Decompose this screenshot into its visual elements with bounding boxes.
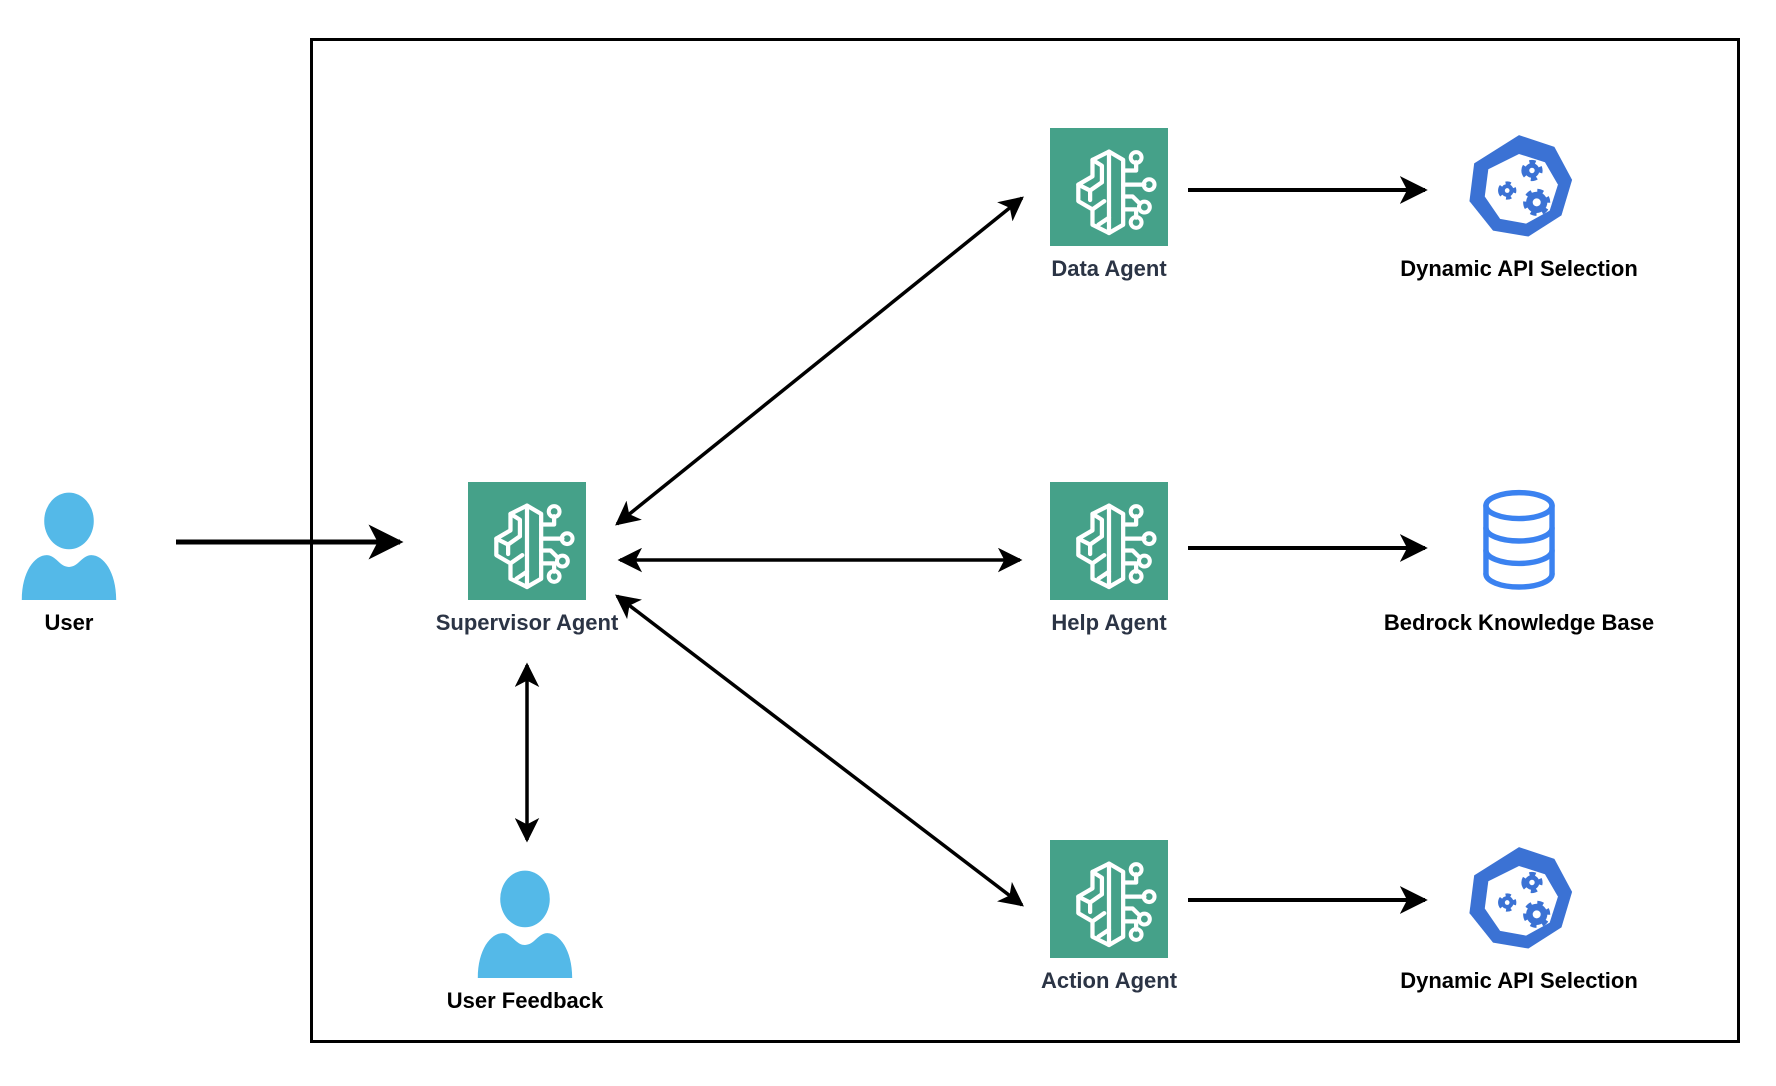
node-api-selection-bottom[interactable]: Dynamic API Selection: [1400, 840, 1638, 993]
node-help-agent[interactable]: Help Agent: [1050, 482, 1168, 635]
ai-brain-circuit-icon: [1076, 503, 1157, 590]
ai-brain-circuit-icon: [1076, 149, 1157, 236]
node-api-selection-top-label: Dynamic API Selection: [1400, 256, 1638, 281]
node-knowledge-base[interactable]: Bedrock Knowledge Base: [1384, 482, 1654, 635]
agent-tile-data: [1050, 128, 1168, 246]
node-data-agent[interactable]: Data Agent: [1050, 128, 1168, 281]
node-action-agent-label: Action Agent: [1040, 968, 1178, 993]
hexagon-gears-icon: [1469, 135, 1573, 237]
agent-tile-supervisor: [468, 482, 586, 600]
agent-tile-help: [1050, 482, 1168, 600]
node-action-agent[interactable]: Action Agent: [1041, 840, 1177, 993]
node-knowledge-base-label: Bedrock Knowledge Base: [1383, 610, 1655, 635]
person-icon: [477, 870, 573, 978]
node-user[interactable]: User: [10, 482, 128, 635]
node-api-selection-top[interactable]: Dynamic API Selection: [1400, 128, 1638, 281]
person-icon: [21, 492, 117, 600]
hexagon-gears-icon: [1469, 847, 1573, 949]
node-user-feedback-label: User Feedback: [446, 988, 604, 1013]
node-supervisor-agent-label: Supervisor Agent: [435, 610, 619, 635]
node-api-selection-bottom-label: Dynamic API Selection: [1400, 968, 1638, 993]
node-data-agent-label: Data Agent: [1051, 256, 1167, 281]
node-supervisor-agent[interactable]: Supervisor Agent: [436, 482, 618, 635]
ai-brain-circuit-icon: [494, 503, 575, 590]
database-cylinder-icon: [1483, 489, 1555, 590]
agent-tile-action: [1050, 840, 1168, 958]
node-user-feedback[interactable]: User Feedback: [447, 860, 603, 1013]
node-user-label: User: [44, 610, 94, 635]
node-help-agent-label: Help Agent: [1051, 610, 1167, 635]
ai-brain-circuit-icon: [1076, 861, 1157, 948]
